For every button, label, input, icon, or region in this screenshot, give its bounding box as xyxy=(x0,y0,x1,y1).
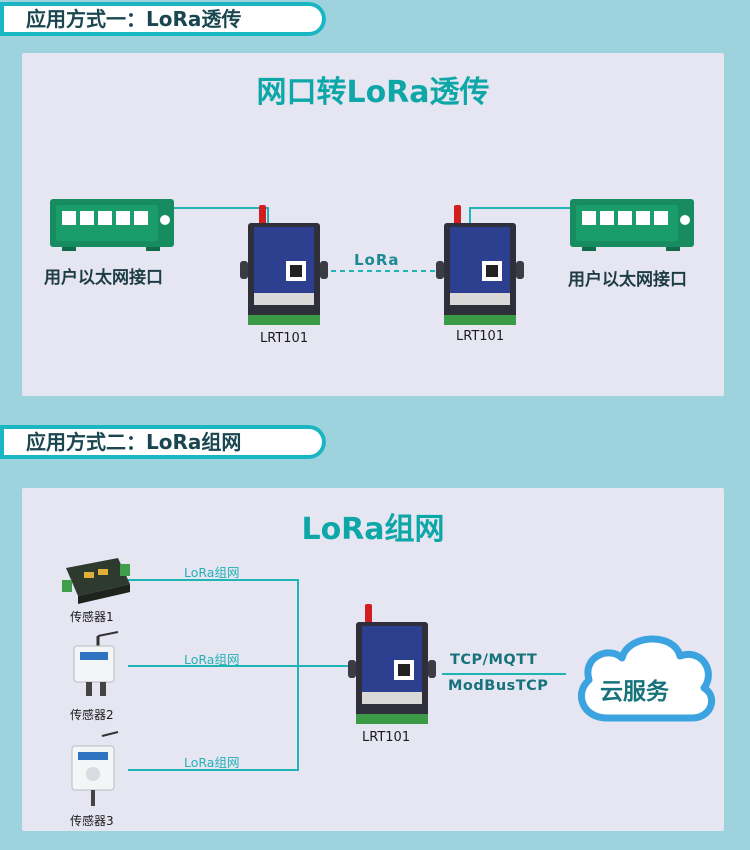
section1-title: 网口转LoRa透传 xyxy=(256,75,490,110)
sensor3-link-label: LoRa组网 xyxy=(184,755,240,770)
left-lrt101-device-icon xyxy=(240,205,328,325)
gateway-device-label: LRT101 xyxy=(362,730,411,745)
sensor3-icon xyxy=(71,731,119,806)
sensor3-label: 传感器3 xyxy=(70,814,114,828)
protocol-tcp-mqtt: TCP/MQTT xyxy=(450,652,538,668)
right-switch-icon xyxy=(570,199,694,251)
right-lrt101-device-icon xyxy=(436,205,524,325)
section1-panel: 网口转LoRa透传 xyxy=(22,53,724,396)
left-port-label: 用户以太网接口 xyxy=(44,268,163,288)
section2-tab: 应用方式二：LoRa组网 xyxy=(0,425,326,459)
right-port-label: 用户以太网接口 xyxy=(568,270,687,290)
section1-tab: 应用方式一：LoRa透传 xyxy=(0,2,326,36)
sensor2-icon xyxy=(73,631,119,696)
section1-diagram xyxy=(50,199,694,325)
protocol-modbustcp: ModBusTCP xyxy=(448,678,549,694)
gateway-lrt101-device-icon xyxy=(348,604,436,724)
sensor1-icon xyxy=(62,558,130,604)
right-device-label: LRT101 xyxy=(456,329,505,344)
sensor1-label: 传感器1 xyxy=(70,610,114,624)
left-switch-icon xyxy=(50,199,174,251)
section2-panel: LoRa组网 xyxy=(22,488,724,831)
sensor2-label: 传感器2 xyxy=(70,708,114,722)
left-device-label: LRT101 xyxy=(260,331,309,346)
sensor2-link-label: LoRa组网 xyxy=(184,652,240,667)
section1-tab-label: 应用方式一：LoRa透传 xyxy=(26,7,242,31)
cloud-label: 云服务 xyxy=(600,679,669,705)
section2-tab-label: 应用方式二：LoRa组网 xyxy=(26,430,242,454)
lora-link-label: LoRa xyxy=(354,251,400,269)
cloud-icon xyxy=(577,635,716,722)
section2-diagram xyxy=(62,558,716,806)
sensor1-link-label: LoRa组网 xyxy=(184,565,240,580)
section2-title: LoRa组网 xyxy=(301,512,445,547)
